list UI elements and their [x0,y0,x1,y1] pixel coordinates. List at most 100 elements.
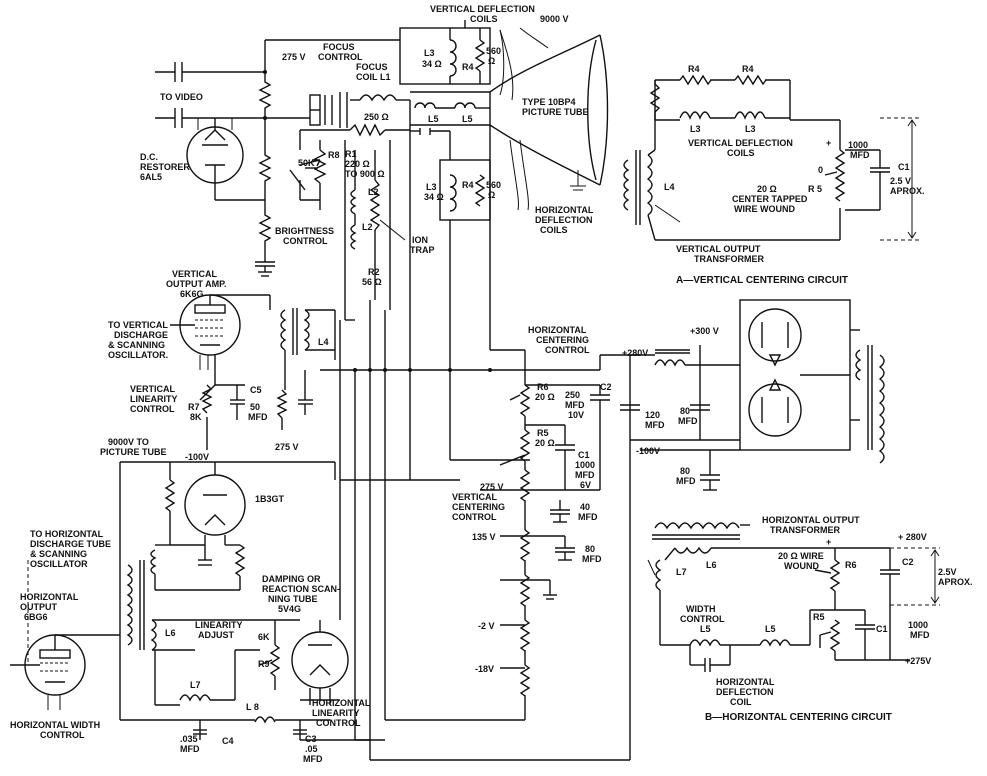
power-supply [620,299,885,491]
schematic-labels: TO VIDEO D.C. RESTORER 6AL5 275 V FOCUS … [10,4,973,764]
label-r8-50k: 50K [298,158,315,168]
dc-restorer-tube [186,118,265,201]
label-r5-main: R5 [537,428,549,438]
label-to-vert-disch-4: OSCILLATOR. [108,350,168,360]
label-a-wire: WIRE WOUND [734,204,795,214]
label-a-20: 20 Ω [757,184,777,194]
label-r5-val: 20 Ω [535,438,555,448]
label-l2-top: L2 [368,187,379,197]
label-135v: 135 V [472,532,496,542]
label-ion-trap: ION [412,235,428,245]
label-a-l4: L4 [664,182,675,192]
label-vout-amp-3: 6K6G [180,289,204,299]
label-plus-b: + [826,537,831,547]
label-c80a-unit: MFD [582,554,602,564]
label-l1-ohms: 250 Ω [364,112,389,122]
label-l3-top: L3 [424,48,435,58]
label-a-l3a: L3 [690,124,701,134]
label-vout-amp-2: OUTPUT AMP. [166,279,227,289]
label-b-l6: L6 [706,560,717,570]
label-c5-val: 50 [250,402,260,412]
label-b-hot-2: TRANSFORMER [770,525,840,535]
label-pwr-minus100: -100V [636,446,660,456]
video-input-section [155,39,400,277]
label-to-horiz-disch-2: DISCHARGE TUBE [30,539,111,549]
label-9000v-pt: 9000V TO [108,437,149,447]
label-focus-coil: FOCUS [356,62,388,72]
label-r4-top-unit: Ω [488,56,495,66]
label-tube-type: TYPE 10BP4 [522,97,576,107]
label-hwc: HORIZONTAL WIDTH [10,720,100,730]
label-l6-main: L6 [165,628,176,638]
label-hcc: HORIZONTAL [528,325,587,335]
label-r4-bottom-unit: Ω [488,190,495,200]
label-l3-bottom-val: 34 Ω [424,192,444,202]
label-vcc: VERTICAL [452,492,498,502]
label-r9: R9 [258,659,270,669]
label-c2-val: 250 [565,390,580,400]
label-a-vdc: VERTICAL DEFLECTION [688,138,793,148]
label-to-horiz-disch-4: OSCILLATOR [30,559,88,569]
label-c3-unit: MFD [303,754,323,764]
label-pwr-80b-unit: MFD [676,476,696,486]
label-hdc: HORIZONTAL [535,205,594,215]
label-damping-3: NING TUBE [268,594,318,604]
label-b-width: WIDTH [686,604,716,614]
label-r7-val: 8K [190,412,202,422]
label-l2-bottom: L2 [362,222,373,232]
label-pwr-300: +300 V [690,326,719,336]
label-lin-adj-2: ADJUST [198,630,235,640]
label-l5-b: L5 [462,114,473,124]
label-9000v-pt-2: PICTURE TUBE [100,447,167,457]
label-l3-bottom: L3 [426,182,437,192]
label-plus-a: + [826,138,831,148]
label-r4-bottom: R4 [462,180,474,190]
label-r6-val: 20 Ω [535,392,555,402]
label-275v-main: 275 V [275,442,299,452]
label-to-video: TO VIDEO [160,92,203,102]
label-hout-2: OUTPUT [20,602,58,612]
label-a-vot-2: TRANSFORMER [694,254,764,264]
label-vlin: VERTICAL [130,384,176,394]
label-a-center: CENTER TAPPED [732,194,808,204]
label-pwr-80b: 80 [680,466,690,476]
label-vcc-3: CONTROL [452,512,497,522]
label-r9-6k: 6K [258,632,270,642]
label-b-hdc-2: DEFLECTION [716,687,774,697]
label-brightness-2: CONTROL [283,236,328,246]
label-b-hdc: HORIZONTAL [716,677,775,687]
horizontal-output-transformer-main [119,462,370,741]
label-b-hot: HORIZONTAL OUTPUT [762,515,860,525]
label-r2-val: 56 Ω [362,277,382,287]
label-r7: R7 [188,402,200,412]
label-r8: R8 [328,150,340,160]
label-a-zero: 0 [818,165,823,175]
label-a-r4b: R4 [742,64,754,74]
label-b-c1: C1 [876,624,888,634]
label-b-l5a: L5 [700,624,711,634]
label-focus-control: FOCUS [323,42,355,52]
label-lin-adj: LINEARITY [195,620,243,630]
label-a-caption: A—VERTICAL CENTERING CIRCUIT [676,275,848,286]
label-r6-main: R6 [537,382,549,392]
label-to-horiz-disch: TO HORIZONTAL [30,529,104,539]
label-c2-unit: MFD [565,400,585,410]
label-c5: C5 [250,385,262,395]
label-vcc-2: CENTERING [452,502,505,512]
l5-coils [409,100,490,145]
label-b-l5b: L5 [765,624,776,634]
label-b-280: + 280V [898,532,927,542]
label-c80a: 80 [585,544,595,554]
label-b-275: +275V [905,656,931,666]
vertical-deflection-coils-bottom [439,125,529,460]
label-b-25: 2.5V [938,567,957,577]
focus-brightness-section [289,92,410,210]
label-b-caption: B—HORIZONTAL CENTERING CIRCUIT [705,712,892,723]
label-ion-trap-2: TRAP [410,245,435,255]
label-tube-type-2: PICTURE TUBE [522,107,589,117]
hv-rectifier-1b3gt [120,461,336,591]
vertical-output-tube [170,294,271,450]
label-b-20: 20 Ω WIRE [778,551,824,561]
label-b-mfd: MFD [910,630,930,640]
label-to-vert-disch: TO VERTICAL [108,320,168,330]
